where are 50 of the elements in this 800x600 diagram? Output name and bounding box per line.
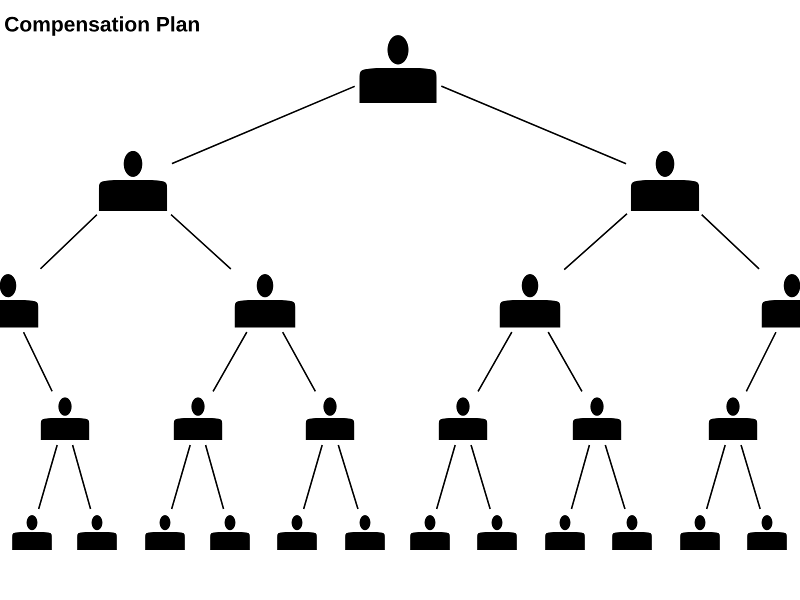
person-icon [345,515,385,550]
person-icon [306,397,354,440]
connector-line [477,332,512,392]
connector-line [548,332,583,392]
person-icon [747,515,787,550]
connector-line [72,444,92,510]
person-icon [762,274,800,328]
connector-line [38,444,58,510]
person-icon [174,397,222,440]
connector-line [564,213,628,270]
person-icon [612,515,652,550]
person-icon [98,150,168,211]
connector-line [746,332,777,392]
person-icon [210,515,250,550]
person-icon [500,274,560,328]
connector-line [701,214,760,270]
person-icon [708,397,758,440]
person-icon [438,397,488,440]
connector-line [40,214,98,270]
connector-line [604,444,626,510]
connector-line [282,332,316,392]
connector-line [212,332,248,392]
connector-line [436,444,456,510]
person-icon [0,274,38,328]
connector-line [204,444,224,510]
person-icon [572,397,622,440]
person-icon [277,515,317,550]
person-icon [680,515,720,550]
connector-line [740,444,761,510]
connector-line [338,444,359,510]
connector-line [22,332,53,392]
person-icon [477,515,517,550]
connector-line [170,444,191,510]
connector-line [441,85,626,164]
connector-line [172,86,356,164]
person-icon [410,515,450,550]
connector-line [302,444,323,510]
person-icon [40,397,90,440]
title: Compensation Plan [5,16,199,36]
person-icon [630,150,700,211]
person-icon [360,35,436,103]
connector-line [570,444,590,510]
person-icon [234,274,296,328]
person-icon [77,515,117,550]
person-icon [145,515,185,550]
person-icon [545,515,585,550]
connector-line [706,444,726,510]
connector-line [170,214,232,270]
connector-line [470,444,491,510]
person-icon [12,515,52,550]
